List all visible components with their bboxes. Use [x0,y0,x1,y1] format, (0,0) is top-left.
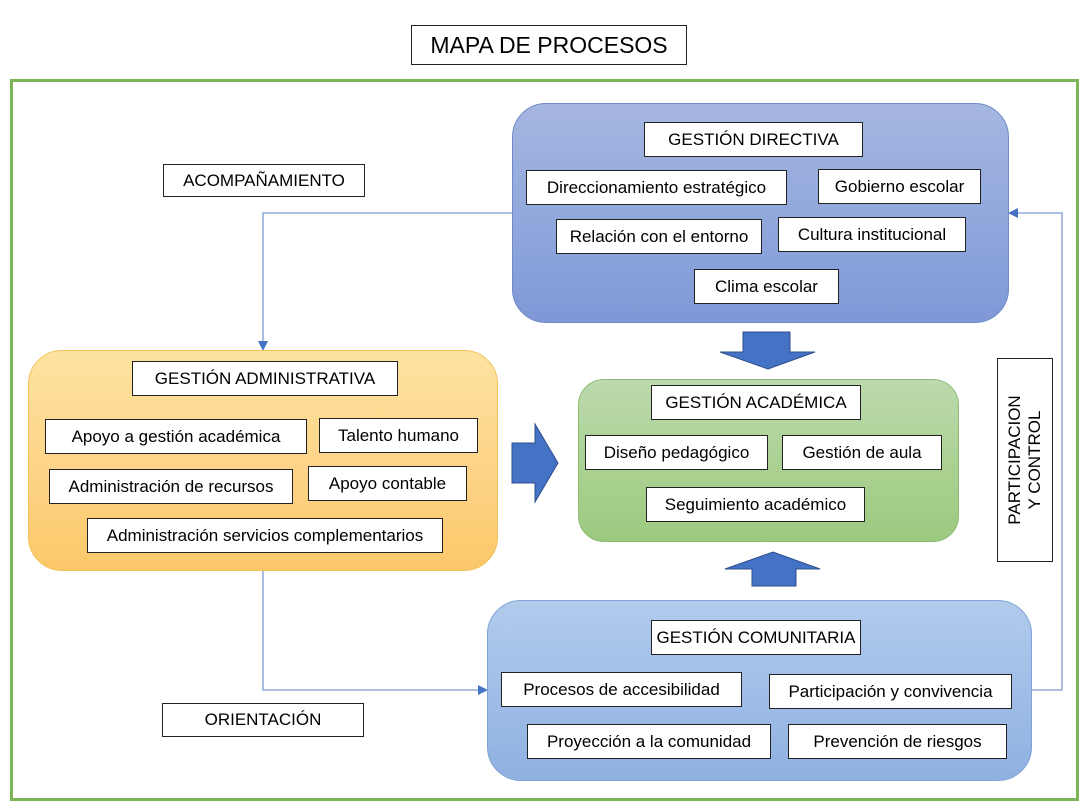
group-title-directiva: GESTIÓN DIRECTIVA [644,122,863,157]
process-item: Talento humano [319,418,478,453]
block-arrow-right [511,422,559,504]
block-arrow-down [719,331,816,370]
process-item: Clima escolar [694,269,839,304]
process-item: Gestión de aula [782,435,942,470]
process-item: Cultura institucional [778,217,966,252]
label-acompanamiento: ACOMPAÑAMIENTO [163,164,365,197]
label-participacion-text: PARTICIPACION Y CONTROL [1005,395,1045,524]
connector-acompanamiento [258,212,512,351]
process-item: Seguimiento académico [646,487,865,522]
connector-orientacion [262,571,488,695]
label-participacion-line1: PARTICIPACION [1005,395,1024,525]
process-item: Relación con el entorno [556,219,762,254]
group-title-administrativa: GESTIÓN ADMINISTRATIVA [132,361,398,396]
process-item: Apoyo contable [308,466,467,501]
process-item: Proyección a la comunidad [527,724,771,759]
label-participacion-line2: Y CONTROL [1025,410,1044,510]
process-item: Prevención de riesgos [788,724,1007,759]
process-item: Direccionamiento estratégico [526,170,787,205]
process-item: Diseño pedagógico [585,435,768,470]
process-item: Gobierno escolar [818,169,981,204]
label-orientacion: ORIENTACIÓN [162,703,364,737]
process-item: Administración servicios complementarios [87,518,443,553]
block-arrow-up [724,551,821,587]
process-item: Administración de recursos [49,469,293,504]
label-participacion-control: PARTICIPACION Y CONTROL [997,358,1053,562]
process-item: Apoyo a gestión académica [45,419,307,454]
outer-frame [10,79,1079,801]
diagram-title: MAPA DE PROCESOS [411,25,687,65]
group-title-academica: GESTIÓN ACADÉMICA [651,385,861,420]
process-item: Participación y convivencia [769,674,1012,709]
process-item: Procesos de accesibilidad [501,672,742,707]
connector-participacion [1008,208,1063,691]
group-title-comunitaria: GESTIÓN COMUNITARIA [651,620,861,655]
